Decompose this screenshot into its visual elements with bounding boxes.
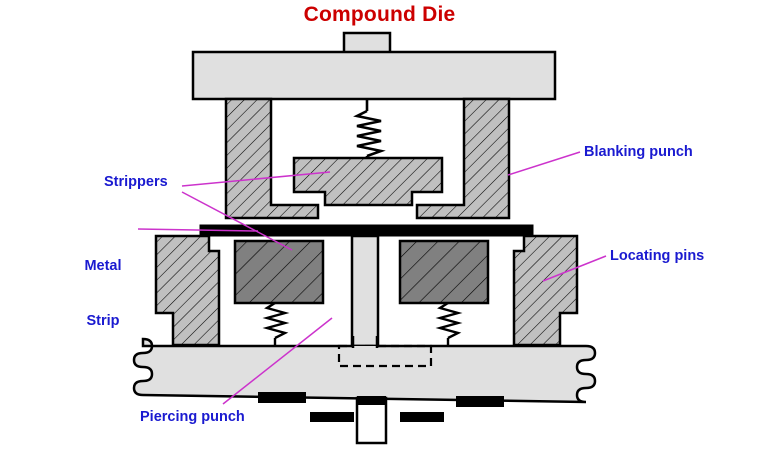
base-plate	[132, 337, 597, 404]
leader-locating-pins	[542, 255, 607, 282]
scrap-bar-3	[400, 412, 444, 422]
leader-metal-strip	[137, 228, 259, 232]
label-piercing-punch: Piercing punch	[140, 409, 245, 425]
piercing-punch	[350, 234, 380, 348]
lower-spring-right	[435, 301, 463, 345]
leader-strippers-lower	[181, 191, 293, 251]
upper-left-holder	[224, 97, 320, 220]
scrap-bar-4	[456, 396, 504, 407]
die-block-right	[398, 239, 490, 305]
page-title: Compound Die	[303, 3, 456, 26]
scrap-bar-2	[310, 412, 354, 422]
upper-right-holder	[415, 97, 511, 220]
label-strippers: Strippers	[104, 174, 168, 190]
bottom-products	[258, 392, 504, 445]
upper-die-assembly	[191, 31, 557, 220]
dashed-outline	[337, 344, 433, 368]
label-metal-strip: Metal Strip	[72, 221, 134, 366]
label-blanking-punch: Blanking punch	[584, 144, 693, 160]
upper-shoe-plate	[191, 50, 557, 101]
die-block-left	[233, 239, 325, 305]
leader-strippers-upper	[181, 171, 331, 187]
piercing-punch-lower-stem	[352, 346, 378, 348]
label-locating-pins: Locating pins	[610, 248, 705, 264]
blanking-punch	[292, 156, 444, 207]
lower-spring-left	[262, 301, 290, 345]
blank-part-cap	[357, 396, 386, 405]
label-metal-strip-line2: Strip	[86, 312, 120, 329]
label-metal-strip-line1: Metal	[84, 258, 122, 275]
locating-pin-left	[154, 234, 221, 347]
locating-pin-right	[512, 234, 579, 347]
lower-die-assembly	[132, 234, 597, 404]
leader-lines	[137, 151, 607, 405]
leader-blanking-punch	[507, 151, 581, 176]
shank	[342, 31, 392, 55]
scrap-bar-1	[258, 392, 306, 403]
leader-piercing-punch	[222, 317, 333, 405]
